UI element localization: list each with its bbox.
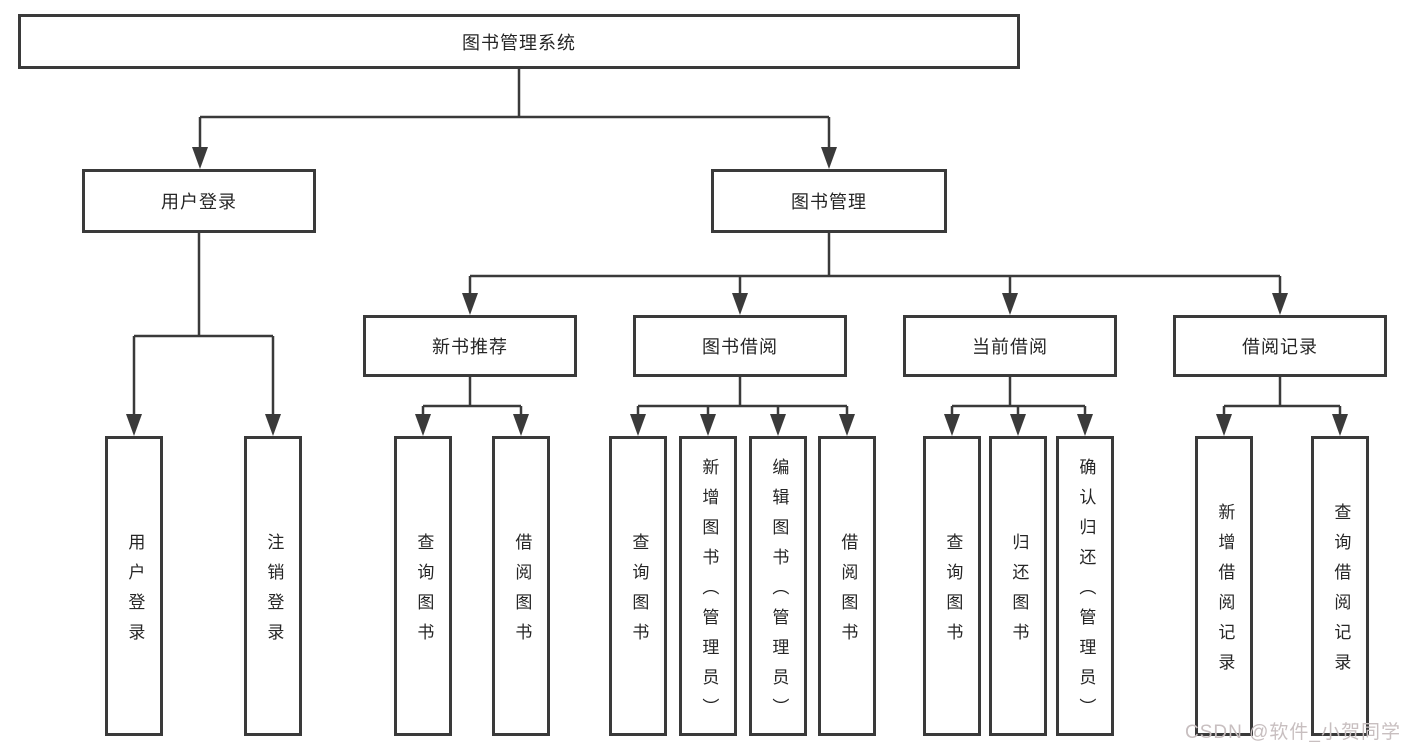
node-leaf-borrow-borrow: 借阅图书 [818, 436, 876, 736]
node-borrow-records-label: 借阅记录 [1242, 337, 1318, 357]
node-leaf-current-query-label: 查询图书 [943, 532, 963, 653]
node-leaf-borrow-edit-admin: 编辑图书（管理员） [749, 436, 807, 736]
node-root-label: 图书管理系统 [462, 32, 576, 53]
node-user-login-branch: 用户登录 [82, 169, 316, 233]
node-leaf-records-add-label: 新增借阅记录 [1215, 502, 1235, 683]
node-borrow-records: 借阅记录 [1173, 315, 1387, 377]
node-leaf-newbooks-query: 查询图书 [394, 436, 452, 736]
node-leaf-logout: 注销登录 [244, 436, 302, 736]
node-leaf-logout-label: 注销登录 [264, 532, 284, 653]
node-leaf-borrow-query-label: 查询图书 [629, 532, 649, 653]
node-book-mgmt-branch-label: 图书管理 [791, 192, 867, 212]
node-leaf-borrow-edit-admin-label: 编辑图书（管理员） [769, 457, 789, 728]
node-leaf-newbooks-borrow: 借阅图书 [492, 436, 550, 736]
node-leaf-newbooks-borrow-label: 借阅图书 [512, 532, 532, 653]
node-user-login-branch-label: 用户登录 [161, 192, 237, 212]
node-leaf-current-query: 查询图书 [923, 436, 981, 736]
csdn-watermark: CSDN @软件_小贺同学 [1185, 722, 1401, 743]
node-leaf-borrow-borrow-label: 借阅图书 [838, 532, 858, 653]
node-leaf-user-login: 用户登录 [105, 436, 163, 736]
node-leaf-records-add: 新增借阅记录 [1195, 436, 1253, 736]
node-leaf-records-query-label: 查询借阅记录 [1331, 502, 1351, 683]
node-root: 图书管理系统 [18, 14, 1020, 69]
node-book-borrow-label: 图书借阅 [702, 337, 778, 357]
node-leaf-newbooks-query-label: 查询图书 [414, 532, 434, 653]
node-leaf-borrow-add-admin-label: 新增图书（管理员） [699, 457, 719, 728]
node-leaf-user-login-label: 用户登录 [125, 532, 145, 653]
node-leaf-current-return: 归还图书 [989, 436, 1047, 736]
node-current-borrow-label: 当前借阅 [972, 337, 1048, 357]
node-new-books-label: 新书推荐 [432, 337, 508, 357]
node-leaf-current-return-label: 归还图书 [1009, 532, 1029, 653]
node-current-borrow: 当前借阅 [903, 315, 1117, 377]
node-book-mgmt-branch: 图书管理 [711, 169, 947, 233]
node-leaf-current-confirm-admin-label: 确认归还（管理员） [1076, 457, 1096, 728]
node-leaf-current-confirm-admin: 确认归还（管理员） [1056, 436, 1114, 736]
node-leaf-borrow-query: 查询图书 [609, 436, 667, 736]
node-leaf-records-query: 查询借阅记录 [1311, 436, 1369, 736]
node-book-borrow: 图书借阅 [633, 315, 847, 377]
node-new-books: 新书推荐 [363, 315, 577, 377]
node-leaf-borrow-add-admin: 新增图书（管理员） [679, 436, 737, 736]
